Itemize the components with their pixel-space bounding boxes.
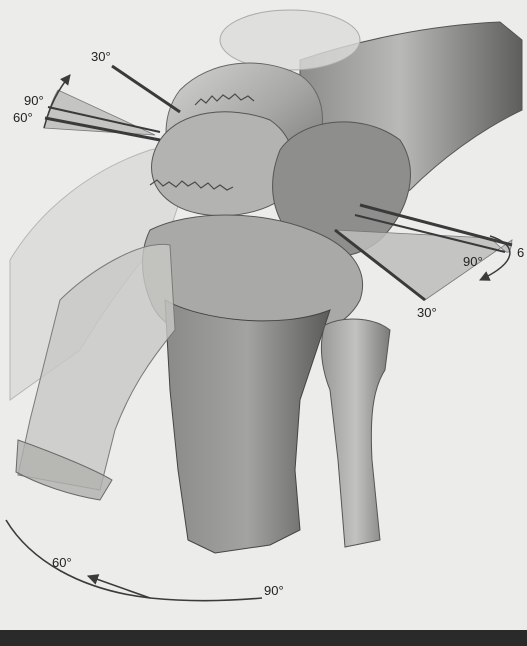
patella-overlay [220, 10, 360, 70]
angle-label-upper-left-90: 90° [24, 94, 44, 107]
femoral-condyle-lateral [152, 112, 294, 216]
bottom-edge-shadow [0, 630, 527, 646]
angle-label-upper-left-30: 30° [91, 50, 111, 63]
angle-label-upper-left-60: 60° [13, 111, 33, 124]
angle-label-right-6-partial: 6 [517, 246, 524, 259]
angle-label-bottom-60: 60° [52, 556, 72, 569]
angle-label-right-30: 30° [417, 306, 437, 319]
angle-label-bottom-90: 90° [264, 584, 284, 597]
angle-label-right-90: 90° [463, 255, 483, 268]
